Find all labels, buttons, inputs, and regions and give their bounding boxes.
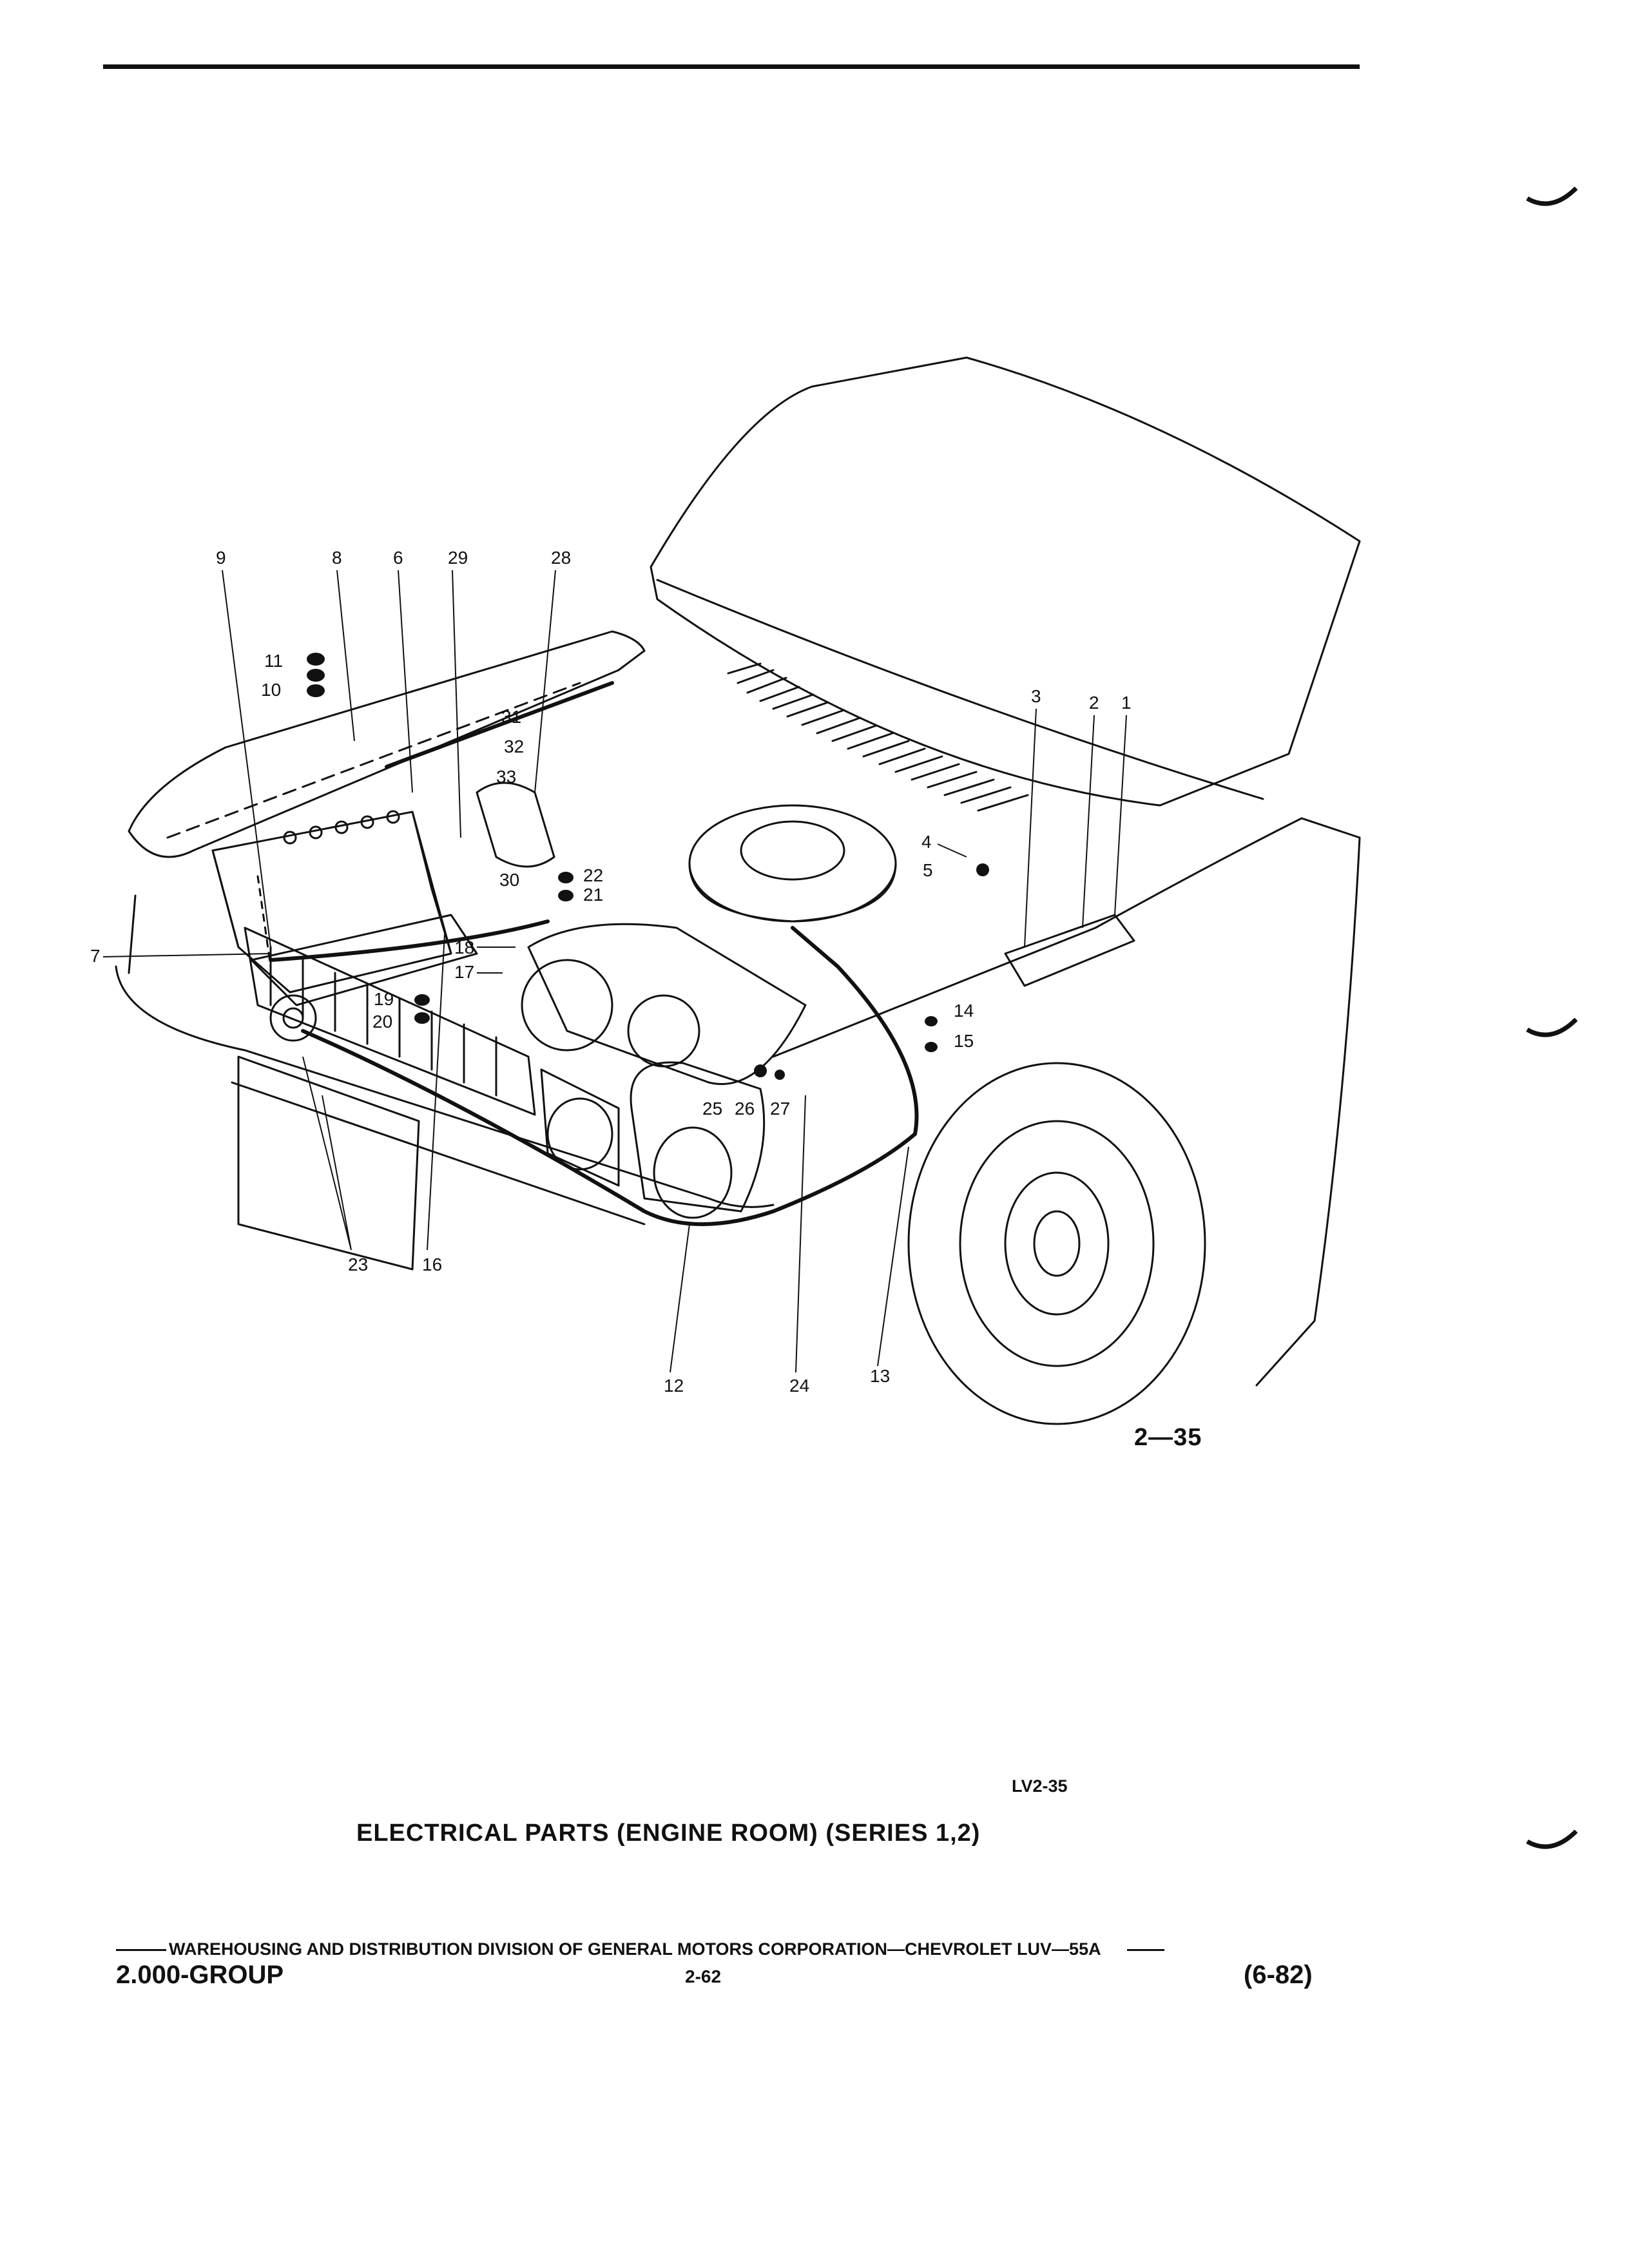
binder-mark-middle xyxy=(1526,1018,1577,1037)
front-bumper xyxy=(115,965,775,1208)
license-plate xyxy=(237,1055,420,1271)
callout-30: 30 xyxy=(499,870,519,890)
callout-15: 15 xyxy=(954,1031,974,1051)
fuse-block xyxy=(1004,914,1135,987)
front-grille xyxy=(244,927,536,1116)
battery-caps xyxy=(283,810,400,845)
callout-13: 13 xyxy=(870,1366,890,1386)
callout-28: 28 xyxy=(551,548,571,568)
binder-mark-bottom xyxy=(1526,1830,1577,1849)
callout-1: 1 xyxy=(1121,693,1132,713)
callout-12: 12 xyxy=(664,1376,684,1396)
ignition-coil xyxy=(476,782,555,868)
footer-page-number: 2-62 xyxy=(685,1966,722,1986)
callout-25: 25 xyxy=(702,1099,722,1119)
callout-16: 16 xyxy=(422,1254,442,1274)
right-fender xyxy=(772,817,1361,1387)
callout-22: 22 xyxy=(583,865,603,885)
footer-group: 2.000-GROUP xyxy=(116,1961,284,1989)
hood-panel-line xyxy=(656,579,1264,800)
battery xyxy=(211,811,452,994)
callout-18: 18 xyxy=(454,937,474,957)
callout-7: 7 xyxy=(90,946,101,966)
footer-division-line: WAREHOUSING AND DISTRIBUTION DIVISION OF… xyxy=(116,1939,1327,1959)
plate-id: LV2-35 xyxy=(1012,1776,1068,1796)
callout-17: 17 xyxy=(454,962,474,982)
hood-vents xyxy=(727,662,1029,812)
callout-33: 33 xyxy=(496,767,516,787)
callout-19: 19 xyxy=(374,989,394,1009)
callout-8: 8 xyxy=(332,548,342,568)
battery-tray xyxy=(250,914,478,1006)
callout-31: 31 xyxy=(501,707,521,727)
figure-number: 2—35 xyxy=(1134,1424,1202,1451)
footer-division-text: WAREHOUSING AND DISTRIBUTION DIVISION OF… xyxy=(169,1939,1101,1959)
top-rule xyxy=(103,64,1360,69)
hood-outline xyxy=(650,356,1361,807)
callout-26: 26 xyxy=(735,1099,755,1119)
callout-21: 21 xyxy=(583,885,603,905)
front-wheel xyxy=(907,1062,1206,1425)
callout-9: 9 xyxy=(216,548,226,568)
callout-4: 4 xyxy=(921,832,932,852)
callout-6: 6 xyxy=(393,548,403,568)
air-cleaner xyxy=(688,804,897,923)
binder-mark-top xyxy=(1526,187,1577,206)
callout-23: 23 xyxy=(348,1254,368,1274)
callout-27: 27 xyxy=(770,1099,790,1119)
main-wiring-harness xyxy=(269,681,919,1226)
footer-date: (6-82) xyxy=(1244,1961,1313,1989)
callout-2: 2 xyxy=(1089,693,1099,713)
callout-20: 20 xyxy=(372,1012,392,1032)
callout-24: 24 xyxy=(789,1376,809,1396)
callout-3: 3 xyxy=(1031,686,1041,706)
callout-32: 32 xyxy=(504,736,524,756)
right-headlight xyxy=(630,1061,766,1213)
horn xyxy=(269,994,317,1042)
left-fender xyxy=(128,630,646,858)
callout-14: 14 xyxy=(954,1001,974,1021)
callout-11: 11 xyxy=(264,651,283,671)
callout-5: 5 xyxy=(923,860,933,880)
engine-block xyxy=(527,923,807,1085)
diagram-caption: ELECTRICAL PARTS (ENGINE ROOM) (SERIES 1… xyxy=(356,1820,981,1847)
callout-10: 10 xyxy=(261,680,281,700)
callout-29: 29 xyxy=(448,548,468,568)
